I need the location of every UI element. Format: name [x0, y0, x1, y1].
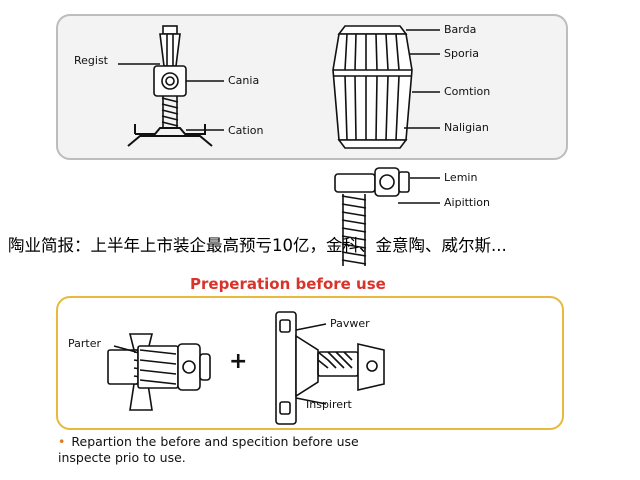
label-regist: Regist	[74, 54, 108, 67]
barrel-part	[332, 25, 413, 149]
label-aipittion: Aipittion	[444, 196, 491, 209]
parter-part	[107, 333, 211, 411]
left-clamp-part	[127, 25, 213, 147]
label-cation: Cation	[228, 124, 264, 137]
label-sporia: Sporia	[444, 47, 480, 60]
plus-sign: +	[229, 349, 248, 374]
label-parter: Parter	[68, 337, 102, 350]
label-lemin: Lemin	[444, 171, 478, 184]
preparation-title: Preperation before use	[190, 275, 386, 293]
small-knob-part	[334, 167, 410, 266]
bullet-icon: •	[58, 434, 66, 449]
label-cania: Cania	[228, 74, 260, 87]
note-line-1: • Repartion the before and specition befo…	[58, 434, 359, 450]
label-naligian: Naligian	[444, 121, 489, 134]
note-line-2: inspecte prio to use.	[58, 450, 186, 465]
label-pavwer: Pavwer	[330, 317, 370, 330]
note-line-1-text: Repartion the before and specition befor…	[71, 434, 359, 449]
label-barda: Barda	[444, 23, 477, 36]
label-inspirert: Inspirert	[306, 398, 352, 411]
pavwer-part	[275, 311, 385, 425]
label-comtion: Comtion	[444, 85, 491, 98]
news-caption: 陶业简报：上半年上市装企最高预亏10亿，金科、金意陶、威尔斯...	[8, 236, 507, 255]
usage-note: • Repartion the before and specition befo…	[58, 434, 359, 466]
